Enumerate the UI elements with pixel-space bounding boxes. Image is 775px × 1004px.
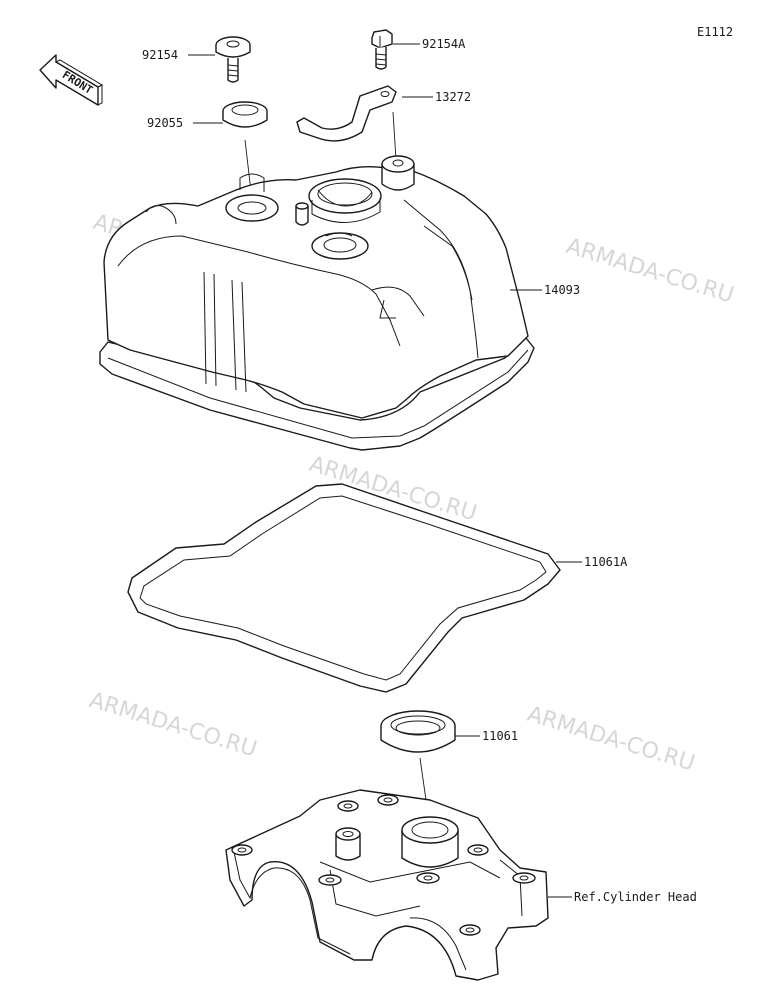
- plug-gasket-11061: [380, 710, 456, 753]
- cover-gasket-11061a: [127, 483, 561, 693]
- label-92055: 92055: [147, 116, 183, 130]
- label-13272: 13272: [435, 90, 471, 104]
- watermark: ARMADA-CO.RU: [524, 702, 697, 777]
- bracket-13272: [296, 85, 397, 142]
- cylinder-head-cover-14093: [99, 155, 535, 451]
- cylinder-head-ref: [225, 789, 549, 981]
- watermark: ARMADA-CO.RU: [86, 688, 259, 763]
- bolt-92154a: [371, 29, 393, 70]
- diagram-code: E1112: [697, 25, 733, 39]
- front-arrow-icon: FRONT: [39, 54, 104, 106]
- label-11061: 11061: [482, 729, 518, 743]
- label-11061a: 11061A: [584, 555, 628, 569]
- watermark: ARMADA-CO.RU: [563, 234, 736, 309]
- label-92154a: 92154A: [422, 37, 466, 51]
- label-14093: 14093: [544, 283, 580, 297]
- label-92154: 92154: [142, 48, 178, 62]
- bolt-92154: [215, 36, 251, 83]
- label-ref-cylinder-head: Ref.Cylinder Head: [574, 890, 697, 904]
- seal-washer-92055: [222, 101, 268, 128]
